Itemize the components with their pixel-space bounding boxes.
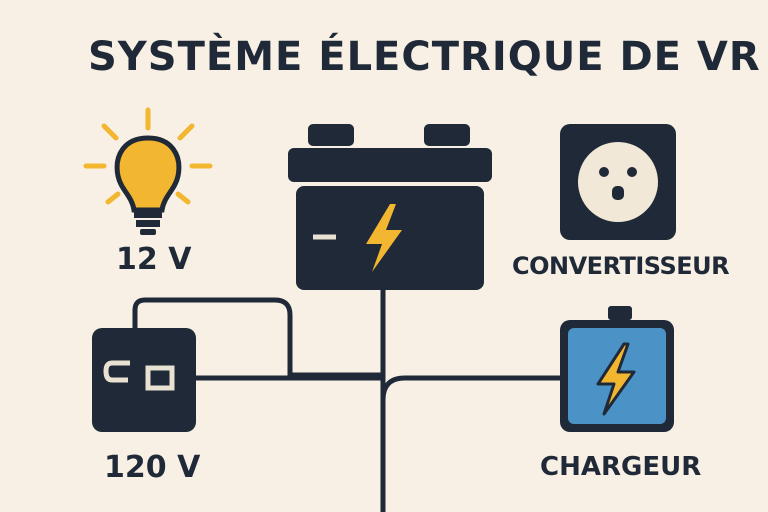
inverter-label: 120 V [104, 450, 201, 485]
page-title: SYSTÈME ÉLECTRIQUE DE VR [88, 34, 761, 80]
converter-label: CONVERTISSEUR [512, 252, 730, 280]
wires [132, 287, 563, 512]
lamp-label: 12 V [116, 242, 192, 277]
power-outlet-icon [560, 124, 676, 240]
charger-label: CHARGEUR [540, 452, 702, 482]
light-bulb-icon [83, 107, 213, 235]
battery-icon [288, 124, 492, 290]
wire-charger [380, 375, 563, 403]
wire-inverter-top [132, 297, 386, 378]
charger-bolt-icon [596, 342, 636, 416]
battery-bolt-icon [366, 204, 402, 272]
inverter-icon [92, 328, 196, 432]
charger-battery-icon [560, 306, 674, 432]
